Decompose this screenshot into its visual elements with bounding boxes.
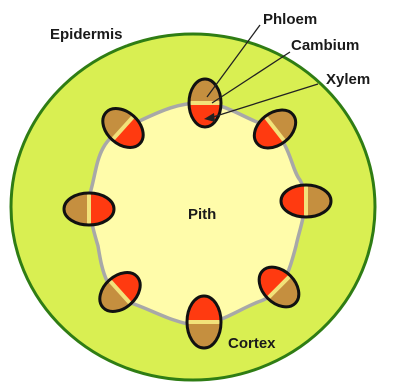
- cambium-label: Cambium: [291, 37, 359, 54]
- xylem-label: Xylem: [326, 71, 370, 88]
- phloem-label: Phloem: [263, 11, 317, 28]
- cortex-label: Cortex: [228, 335, 276, 352]
- epidermis-label: Epidermis: [50, 26, 123, 43]
- cambium-band: [87, 191, 91, 227]
- pith-label: Pith: [188, 206, 216, 223]
- cambium-band: [185, 320, 223, 324]
- cambium-band: [304, 183, 308, 219]
- cambium-band: [187, 101, 223, 105]
